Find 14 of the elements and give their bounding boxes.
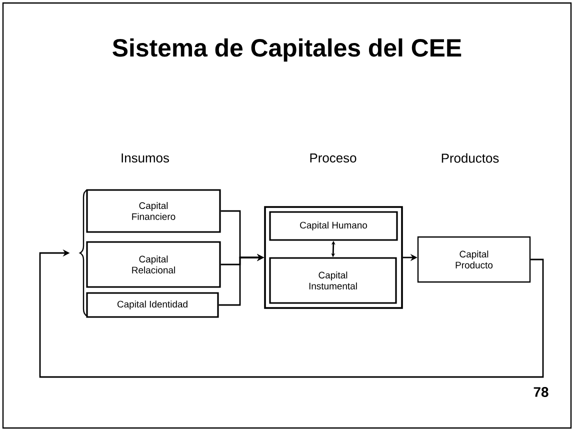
column-heading: Insumos	[122, 154, 170, 163]
capital-box: Capital Identidad	[86, 292, 219, 318]
capital-box: Capital Financiero	[86, 189, 221, 233]
brace	[79, 190, 88, 316]
capital-box: Capital Instumental	[269, 257, 397, 304]
column-heading: Productos	[442, 153, 499, 163]
process-box	[264, 206, 403, 309]
page-number: 78	[534, 387, 548, 397]
title: Sistema de Capitales del CEE	[112, 38, 462, 62]
capital-box: Capital Relacional	[86, 241, 221, 288]
capital-box: Capital Producto	[417, 236, 531, 283]
arrow	[39, 249, 544, 378]
column-heading: Proceso	[310, 154, 356, 163]
capital-box: Capital Humano	[269, 211, 398, 241]
